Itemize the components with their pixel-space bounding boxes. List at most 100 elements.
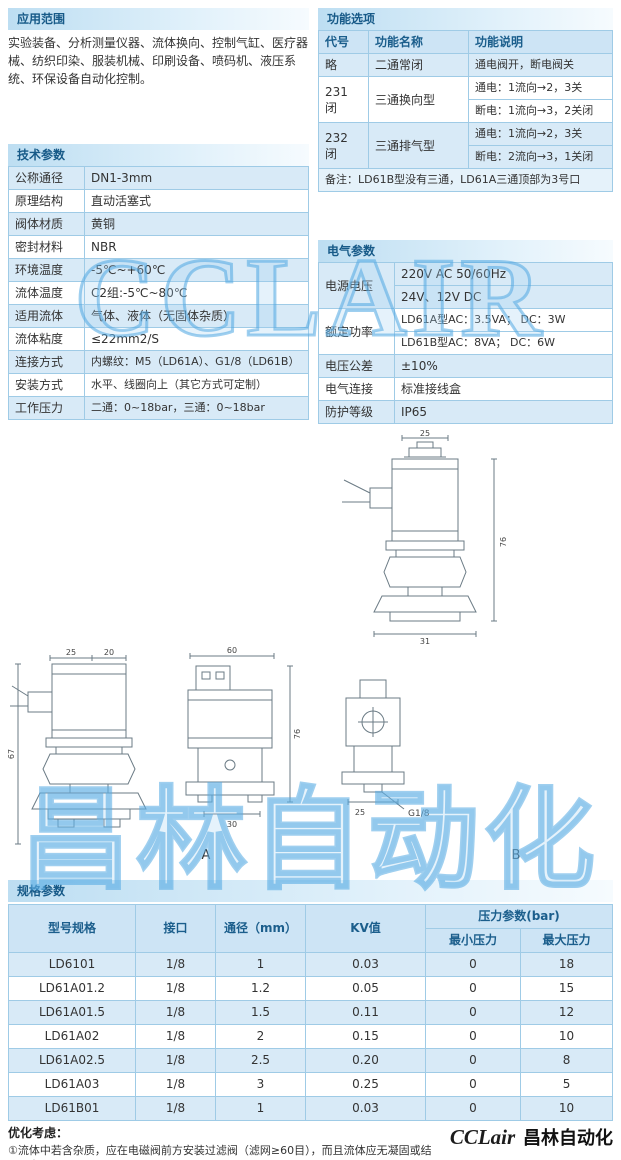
brand-latin: CCLair (449, 1125, 516, 1149)
cell-port: 1/8 (135, 1000, 216, 1025)
param-label: 防护等级 (318, 400, 395, 424)
cell-pmin: 0 (425, 1096, 521, 1121)
cell-kv: 0.03 (305, 1096, 426, 1121)
table-row: 电压公差±10% (318, 354, 613, 378)
electrical-table: 电源电压 220V AC 50/60Hz 24V、12V DC 额定功率 LD6… (318, 262, 613, 424)
table-header-row: 最小压力 最大压力 (9, 928, 614, 953)
table-row: 电气连接标准接线盒 (318, 377, 613, 401)
cell-kv: 0.15 (305, 1024, 426, 1049)
dim-label: 25 (66, 648, 76, 657)
param-label: 安装方式 (8, 373, 85, 397)
cell-pmax: 10 (519, 1096, 614, 1121)
param-label: 流体粘度 (8, 327, 85, 351)
application-text: 实验装备、分析测量仪器、流体换向、控制气缸、医疗器械、纺织印染、服装机械、印刷设… (8, 36, 309, 86)
param-label: 密封材料 (8, 235, 85, 259)
param-value: 水平、线圈向上（其它方式可定制） (84, 373, 309, 397)
col-header-port: 接口 (135, 904, 216, 953)
table-row: 环境温度-5℃~+60℃ (8, 258, 309, 282)
col-header-bore: 通径（mm） (215, 904, 306, 953)
col-header-code: 代号 (318, 30, 369, 54)
specs-section-title: 规格参数 (8, 880, 613, 902)
param-label: 工作压力 (8, 396, 85, 420)
table-row: 工作压力二通：0~18bar，三通：0~18bar (8, 396, 309, 420)
view-label-a: A (202, 848, 211, 863)
cell-pmin: 0 (425, 1048, 521, 1073)
cell-bore: 3 (215, 1072, 306, 1097)
cell-bore: 1 (215, 952, 306, 977)
cell-port: 1/8 (135, 1048, 216, 1073)
cell-model: LD61B01 (8, 1096, 136, 1121)
cell-pmin: 0 (425, 1072, 521, 1097)
func-desc: 断电：2流向→3，1关闭 (468, 145, 613, 169)
valve-front-drawing: 25 76 31 (342, 429, 508, 646)
table-row: 阀体材质黄铜 (8, 212, 309, 236)
valve-dimension-drawings: 25 20 67 60 76 30 A 25 G1/8 B (8, 646, 520, 863)
cell-pmax: 8 (519, 1048, 614, 1073)
param-value: ±10% (394, 354, 613, 378)
dim-label: 60 (227, 646, 237, 655)
param-value: -5℃~+60℃ (84, 258, 309, 282)
param-value: DN1-3mm (84, 166, 309, 190)
param-value: 24V、12V DC (394, 285, 613, 309)
table-header-row: 代号 功能名称 功能说明 (318, 30, 613, 54)
electrical-section-title: 电气参数 (318, 240, 613, 262)
param-label: 流体温度 (8, 281, 85, 305)
func-desc: 断电：1流向→3，2关闭 (468, 99, 613, 123)
thread-label: G1/8 (408, 809, 430, 819)
cell-kv: 0.25 (305, 1072, 426, 1097)
cell-port: 1/8 (135, 1024, 216, 1049)
param-value: 直动活塞式 (84, 189, 309, 213)
cell-pmin: 0 (425, 976, 521, 1001)
col-header-desc: 功能说明 (468, 30, 613, 54)
param-label: 电气连接 (318, 377, 395, 401)
param-label: 原理结构 (8, 189, 85, 213)
param-label: 电压公差 (318, 354, 395, 378)
func-name: 二通常闭 (368, 53, 469, 77)
cell-model: LD61A01.2 (8, 976, 136, 1001)
dim-label: 76 (499, 537, 508, 547)
tech-section-title: 技术参数 (8, 144, 309, 166)
param-value: LD61A型AC：3.5VA； DC：3W (394, 308, 613, 332)
functions-note: 备注：LD61B型没有三通，LD61A三通顶部为3号口 (318, 168, 613, 192)
dim-label: 31 (420, 637, 430, 646)
table-row: 安装方式水平、线圈向上（其它方式可定制） (8, 373, 309, 397)
func-desc: 通电：1流向→2，3关 (468, 122, 613, 146)
param-label: 阀体材质 (8, 212, 85, 236)
param-value: 二通：0~18bar，三通：0~18bar (84, 396, 309, 420)
table-row: 适用流体气体、液体（无固体杂质） (8, 304, 309, 328)
cell-port: 1/8 (135, 1096, 216, 1121)
func-name: 三通换向型 (368, 76, 469, 123)
col-header-pmin: 最小压力 (425, 928, 521, 953)
cell-kv: 0.20 (305, 1048, 426, 1073)
param-value: 220V AC 50/60Hz (394, 262, 613, 286)
col-header-kv: KV值 (305, 904, 426, 953)
cell-pmin: 0 (425, 1024, 521, 1049)
cell-bore: 1 (215, 1096, 306, 1121)
cell-pmax: 12 (519, 1000, 614, 1025)
param-label: 适用流体 (8, 304, 85, 328)
param-value: C2组:-5℃~80℃ (84, 281, 309, 305)
cell-port: 1/8 (135, 952, 216, 977)
functions-section-title: 功能选项 (318, 8, 613, 30)
spec-table: 型号规格 接口 通径（mm） KV值 压力参数(bar) 最小压力 最大压力 L… (8, 904, 614, 1121)
cell-bore: 1.2 (215, 976, 306, 1001)
dim-label: 76 (293, 729, 302, 739)
optimization-notes-title: 优化考虑： (8, 1126, 69, 1140)
param-value: LD61B型AC：8VA； DC：6W (394, 331, 613, 355)
func-desc: 通电：1流向→2，3关 (468, 76, 613, 100)
col-header-pressure: 压力参数(bar) (424, 904, 614, 929)
optimization-note-1: ①流体中若含杂质，应在电磁阀前方安装过滤阀（滤网≥60目），而且流体应无凝固或结… (8, 1144, 432, 1160)
cell-pmax: 18 (519, 952, 614, 977)
